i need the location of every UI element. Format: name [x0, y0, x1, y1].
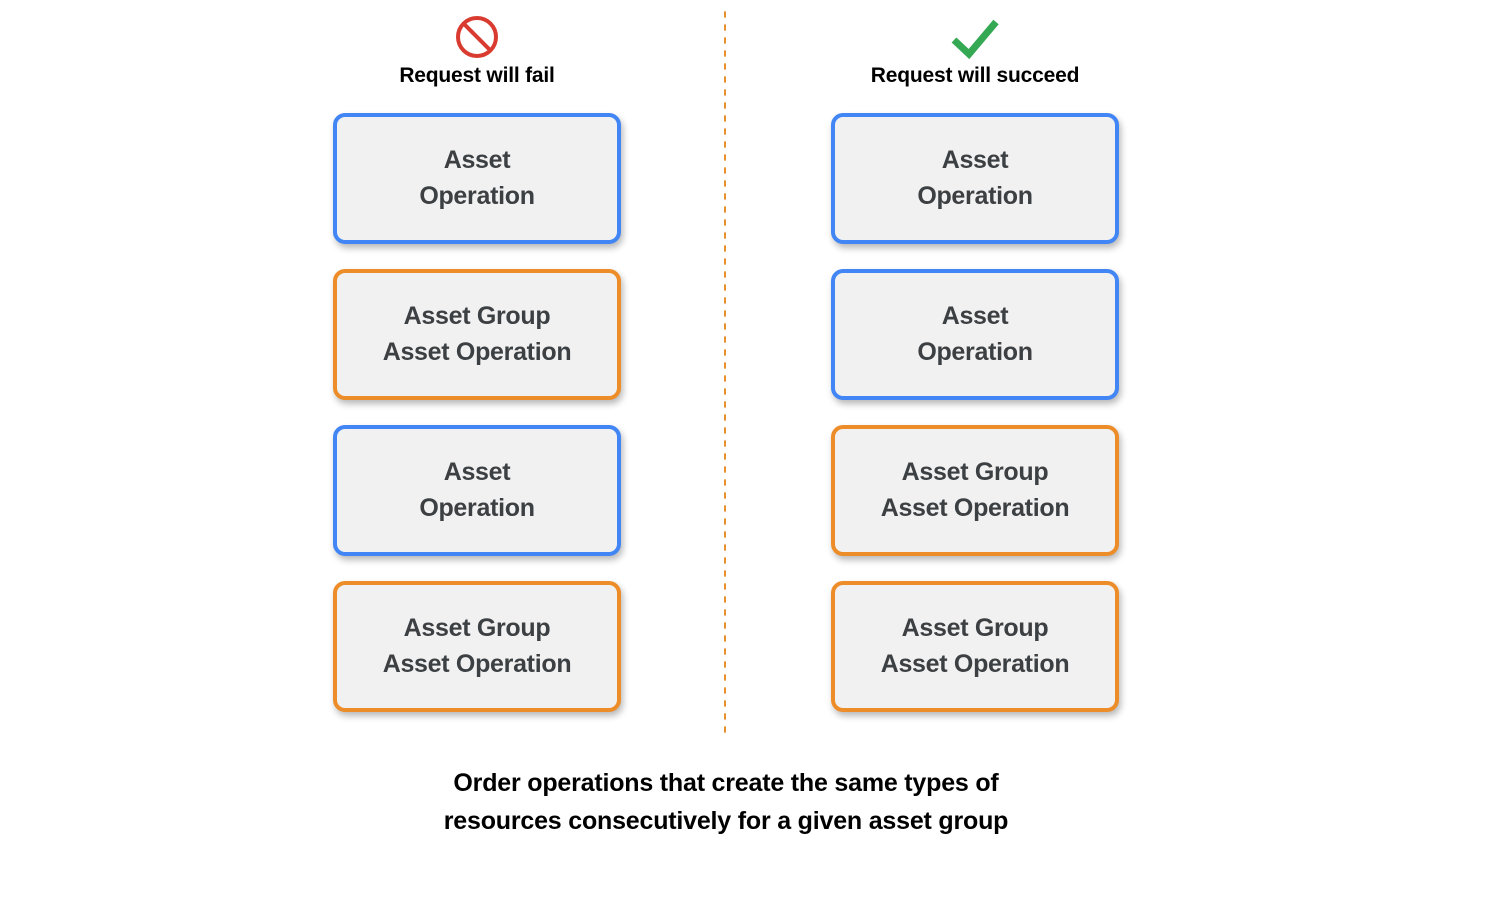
operation-box[interactable]: Asset Group Asset Operation [333, 269, 621, 400]
operation-box-label: Asset Operation [419, 146, 535, 210]
column-header-fail: Request will fail [333, 12, 621, 87]
diagram-caption: Order operations that create the same ty… [443, 769, 1009, 835]
operation-box-label: Asset Operation [419, 458, 535, 522]
operation-box[interactable]: Asset Operation [333, 425, 621, 556]
operation-box[interactable]: Asset Group Asset Operation [831, 425, 1119, 556]
checkmark-icon [831, 12, 1119, 62]
operation-box[interactable]: Asset Operation [831, 113, 1119, 244]
column-header-succeed: Request will succeed [831, 12, 1119, 87]
operation-box[interactable]: Asset Operation [831, 269, 1119, 400]
operation-box-label: Asset Group Asset Operation [382, 302, 572, 366]
column-title-succeed: Request will succeed [870, 64, 1080, 87]
operation-box-label: Asset Operation [917, 302, 1033, 366]
box-list-fail: Asset Operation Asset Group Asset Operat… [333, 113, 621, 712]
prohibition-icon [333, 12, 621, 62]
operation-box-label: Asset Group Asset Operation [880, 458, 1070, 522]
operation-box[interactable]: Asset Group Asset Operation [831, 581, 1119, 712]
operation-box-label: Asset Group Asset Operation [382, 614, 572, 678]
operation-box-label: Asset Group Asset Operation [880, 614, 1070, 678]
column-title-fail: Request will fail [399, 64, 555, 87]
operation-box[interactable]: Asset Operation [333, 113, 621, 244]
box-list-succeed: Asset Operation Asset Operation Asset Gr… [831, 113, 1119, 712]
operation-box-label: Asset Operation [917, 146, 1033, 210]
column-divider [723, 8, 727, 736]
operation-box[interactable]: Asset Group Asset Operation [333, 581, 621, 712]
